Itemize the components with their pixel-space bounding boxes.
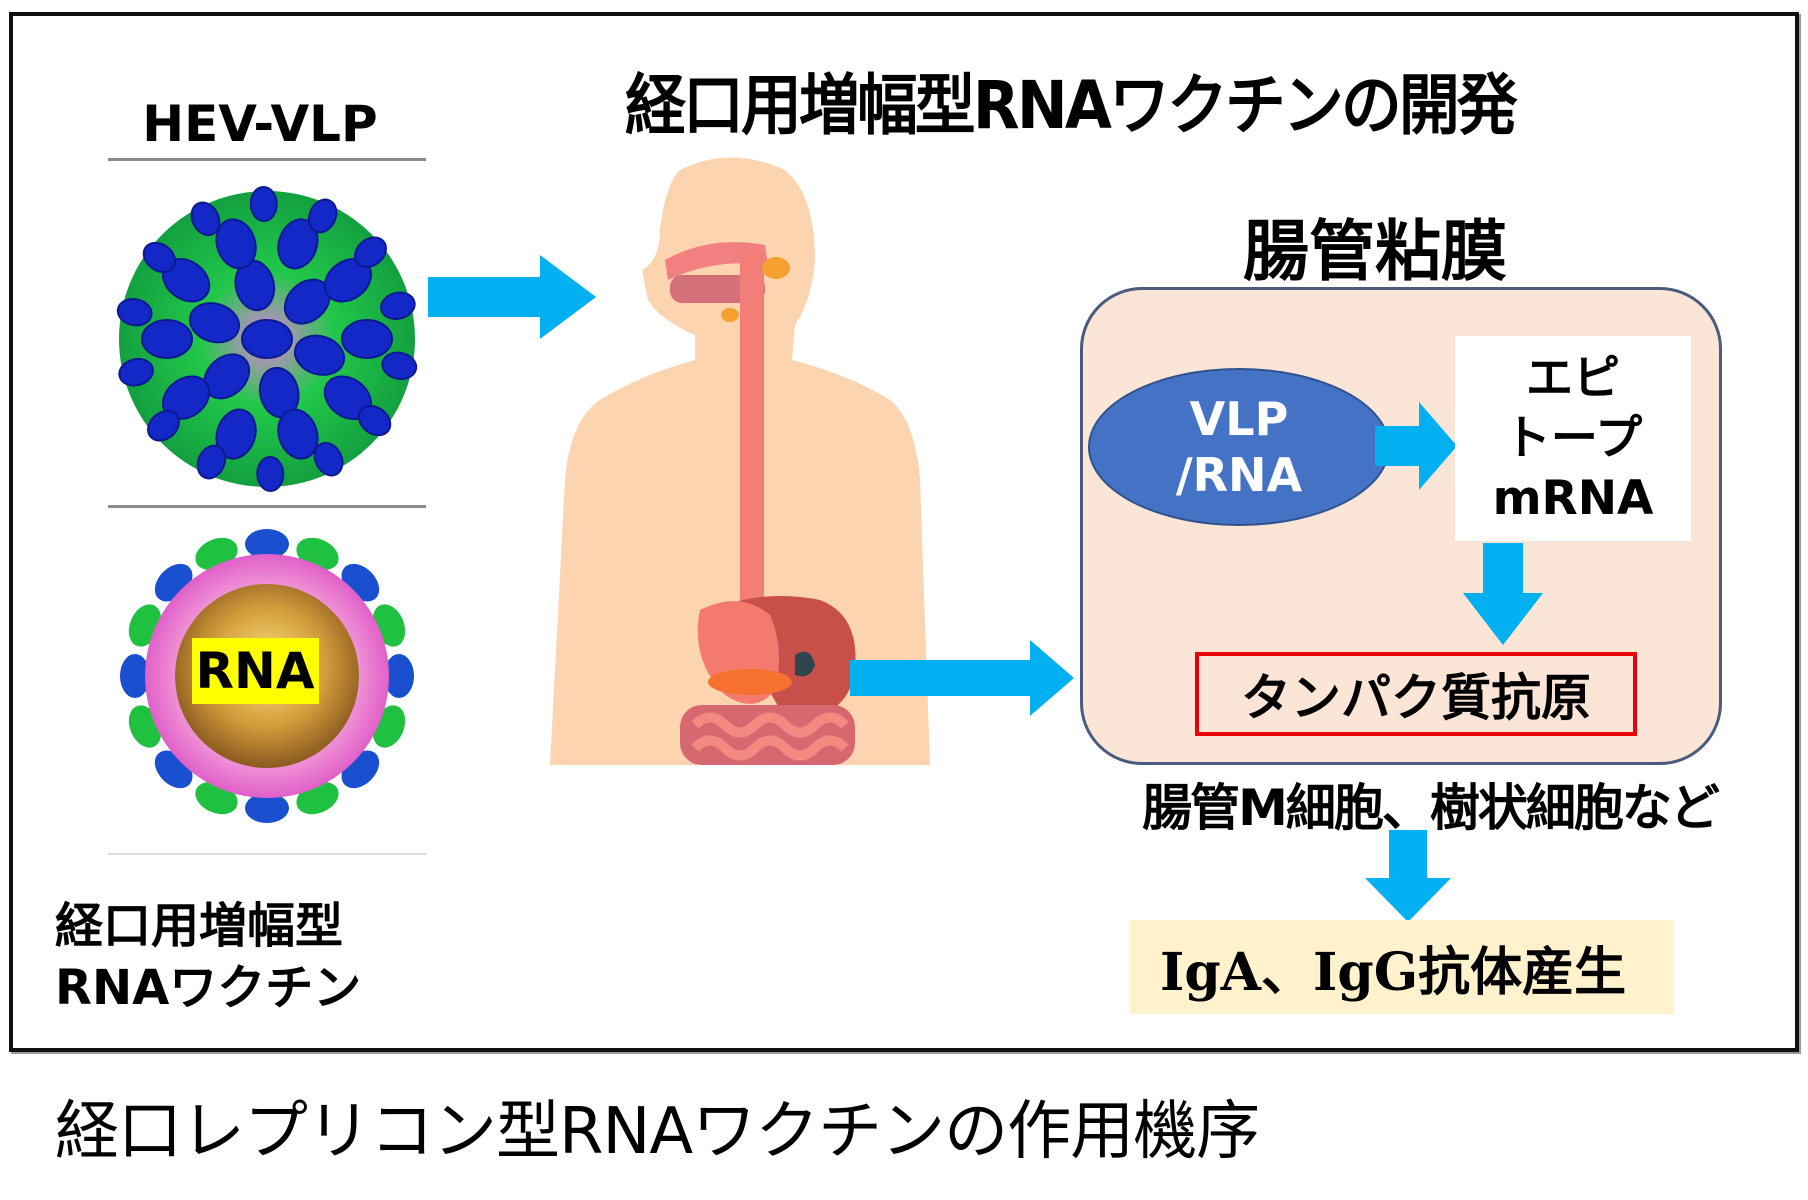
hev-vlp-label: HEV-VLP (142, 95, 378, 153)
left-caption-line1: 経口用増幅型 (55, 898, 344, 954)
capsid-protrusion (147, 409, 181, 442)
envelope-spike (245, 529, 289, 559)
capsid-protrusion (116, 297, 153, 327)
epitope-line2: トープ (1503, 410, 1643, 466)
left-caption-line2: RNAワクチン (55, 960, 362, 1016)
envelope-spike (245, 793, 289, 823)
capsid-protrusion (249, 186, 278, 223)
capsid-protrusion (277, 408, 319, 460)
capsid-protrusion (277, 218, 319, 270)
vlp-particle-icon (116, 186, 418, 492)
antibody-production-node: IgA、IgG抗体産生 (1130, 920, 1674, 1014)
arrow-right-icon (428, 255, 596, 339)
epitope-line1: エピ (1526, 350, 1620, 406)
hev-vlp-image (108, 158, 426, 506)
rna-vaccine-image: RNA (108, 505, 426, 855)
immune-cells-label: 腸管M細胞、樹状細胞など (1142, 779, 1720, 837)
capsid-protrusion (190, 201, 221, 237)
rna-label-box (192, 638, 319, 704)
vlp-rna-node: VLP /RNA (1088, 368, 1390, 526)
epitope-mrna-node: エピ トープ mRNA (1455, 336, 1691, 541)
protein-antigen-node: タンパク質抗原 (1195, 652, 1637, 736)
capsid-protrusion (142, 241, 177, 274)
epitope-line3: mRNA (1492, 470, 1654, 526)
capsid-protrusion (313, 441, 344, 477)
capsid-protrusion (141, 319, 193, 359)
vlp-rna-line1: VLP (1189, 392, 1289, 446)
capsid-protrusion (241, 319, 293, 359)
envelope-spike (120, 654, 150, 698)
capsid-protrusion (341, 319, 393, 359)
vlp-rna-line2: /RNA (1175, 448, 1303, 502)
arrow-right-icon (850, 640, 1074, 716)
diagram-frame (9, 12, 1799, 1052)
diagram-title: 経口用増幅型RNAワクチンの開発 (625, 67, 1518, 144)
capsid-protrusion (118, 357, 154, 387)
rna-particle-icon: RNA (120, 529, 414, 823)
envelope-spike (384, 654, 414, 698)
capsid-protrusion (215, 408, 257, 460)
capsid-protrusion (196, 444, 227, 480)
capsid-protrusion (357, 404, 392, 437)
intestinal-mucosa-title: 腸管粘膜 (1243, 213, 1507, 290)
digestive-system-illustration (550, 157, 930, 765)
intestines (680, 705, 855, 765)
capsid-protrusion (256, 455, 285, 492)
capsid-protrusion (294, 334, 346, 376)
stomach-liver (697, 596, 856, 715)
capsid-protrusion (381, 351, 418, 381)
figure-caption: 経口レプリコン型RNAワクチンの作用機序 (55, 1095, 1260, 1169)
arrow-right-icon (1375, 402, 1457, 490)
capsid-protrusion (188, 302, 240, 344)
rna-label: RNA (195, 642, 314, 700)
capsid-protrusion (380, 291, 416, 321)
arrow-down-icon (1365, 830, 1451, 922)
mouth-and-esophagus (665, 242, 790, 650)
arrow-down-icon (1463, 543, 1543, 645)
capsid-protrusion (307, 198, 338, 234)
capsid-protrusion (353, 236, 387, 269)
capsid-protrusion (215, 218, 257, 270)
left-caption: 経口用増幅型 RNAワクチン (55, 895, 361, 1019)
